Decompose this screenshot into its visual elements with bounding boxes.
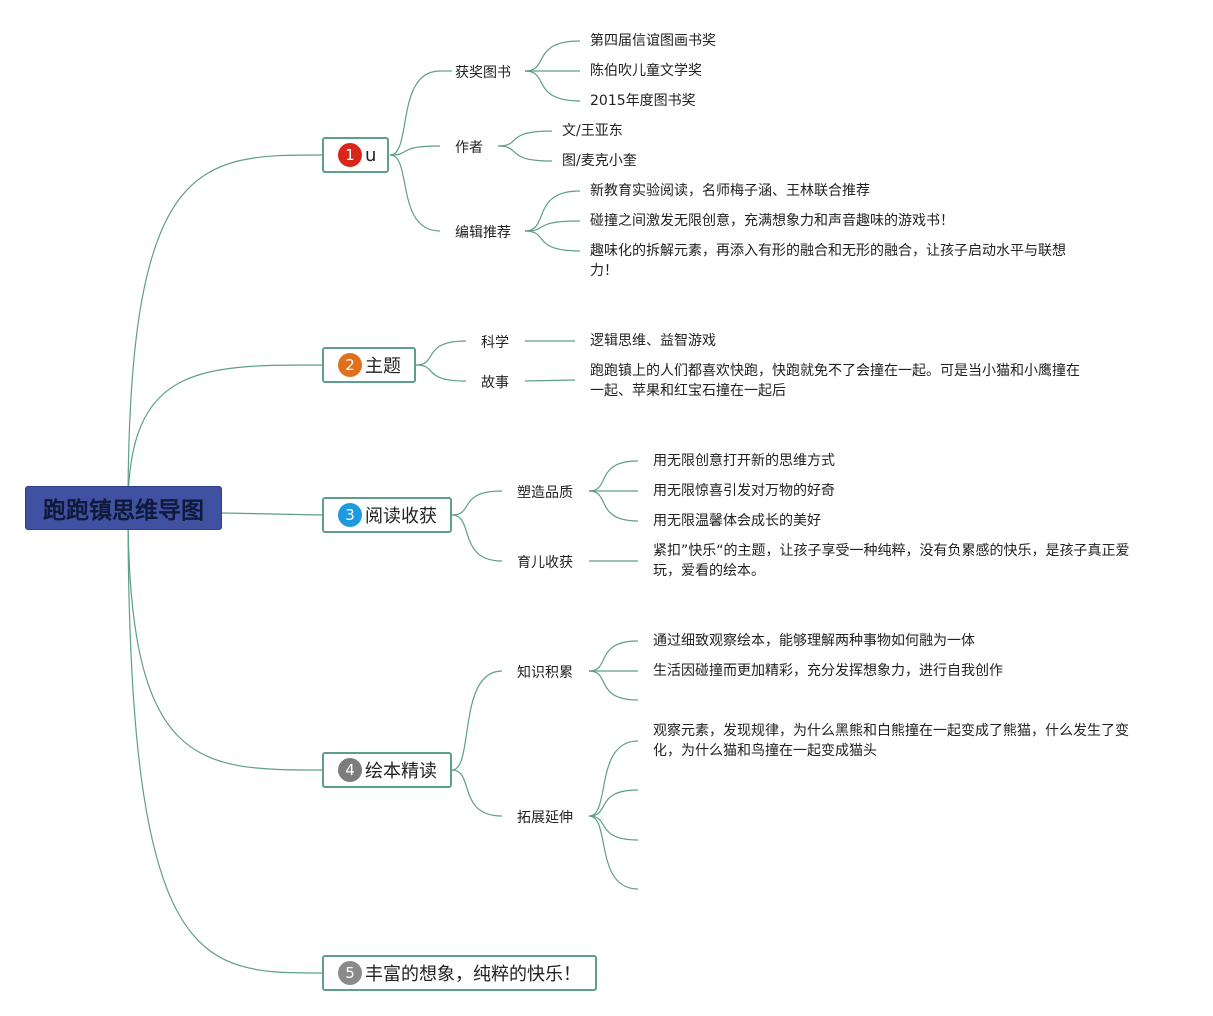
branch-label: 阅读收获	[365, 506, 437, 527]
branch-sub-connector	[451, 490, 503, 516]
branch-3[interactable]: 3 阅读收获	[322, 497, 452, 533]
branch-sub-connector	[451, 514, 503, 562]
sub-leaf-connector	[497, 130, 553, 147]
subtopic-editor-recommend[interactable]: 编辑推荐	[455, 225, 511, 241]
subtopic-author[interactable]: 作者	[455, 140, 483, 156]
branch-sub-connector	[415, 340, 467, 366]
subtopic-science[interactable]: 科学	[481, 335, 509, 351]
leaf-topic[interactable]: 用无限创意打开新的思维方式	[653, 453, 835, 469]
sub-leaf-connector	[588, 460, 639, 492]
leaf-topic[interactable]: 文/王亚东	[562, 123, 623, 139]
sub-leaf-connector	[497, 145, 553, 162]
branch-label: 绘本精读	[365, 761, 437, 782]
central-topic[interactable]: 跑跑镇思维导图	[25, 486, 222, 530]
leaf-topic[interactable]: 生活因碰撞而更加精彩，充分发挥想象力，进行自我创作	[653, 663, 1003, 679]
root-branch-connector	[127, 507, 323, 974]
branch-5[interactable]: 5 丰富的想象，纯粹的快乐！	[322, 955, 597, 991]
number-badge-icon: 1	[338, 143, 362, 167]
root-branch-connector	[127, 507, 323, 771]
sub-leaf-connector	[524, 220, 581, 232]
leaf-topic[interactable]: 趣味化的拆解元素，再添入有形的融合和无形的融合，让孩子启动水平与联想力！	[590, 243, 1066, 279]
branch-sub-connector	[451, 670, 503, 771]
subtopic-story[interactable]: 故事	[481, 375, 509, 391]
number-badge-icon: 5	[338, 961, 362, 985]
subtopic-awards[interactable]: 获奖图书	[455, 65, 511, 81]
leaf-topic[interactable]: 观察元素，发现规律，为什么黑熊和白熊撞在一起变成了熊猫，什么发生了变化，为什么猫…	[653, 723, 1129, 759]
root-branch-connector	[127, 364, 323, 509]
leaf-topic[interactable]: 第四届信谊图画书奖	[590, 33, 716, 49]
subtopic-parenting[interactable]: 育儿收获	[517, 555, 573, 571]
subtopic-extension[interactable]: 拓展延伸	[517, 810, 573, 826]
leaf-topic[interactable]: 通过细致观察绘本，能够理解两种事物如何融为一体	[653, 633, 975, 649]
branch-sub-connector	[389, 145, 441, 156]
sub-leaf-connector	[588, 640, 639, 672]
leaf-topic[interactable]: 逻辑思维、益智游戏	[590, 333, 716, 349]
sub-leaf-connector	[588, 740, 639, 817]
sub-leaf-connector	[588, 815, 639, 841]
number-badge-icon: 2	[338, 353, 362, 377]
branch-sub-connector	[415, 364, 467, 382]
subtopic-knowledge[interactable]: 知识积累	[517, 665, 573, 681]
leaf-topic[interactable]: 跑跑镇上的人们都喜欢快跑，快跑就免不了会撞在一起。可是当小猫和小鹰撞在一起、苹果…	[590, 363, 1080, 399]
sub-leaf-connector	[524, 70, 581, 102]
branch-label: 丰富的想象，纯粹的快乐！	[365, 964, 581, 985]
branch-1[interactable]: 1 u	[322, 137, 389, 173]
branch-sub-connector	[451, 769, 503, 817]
root-branch-connector	[221, 512, 323, 516]
sub-leaf-connector	[588, 670, 639, 701]
sub-leaf-connector	[588, 789, 639, 817]
leaf-topic[interactable]: 碰撞之间激发无限创意，充满想象力和声音趣味的游戏书！	[590, 213, 954, 229]
leaf-topic[interactable]: 陈伯吹儿童文学奖	[590, 63, 702, 79]
branch-sub-connector	[389, 70, 441, 156]
leaf-topic[interactable]: 图/麦克小奎	[562, 153, 637, 169]
sub-leaf-connector	[524, 40, 581, 72]
branch-2[interactable]: 2 主题	[322, 347, 416, 383]
sub-leaf-connector	[524, 230, 581, 252]
leaf-topic[interactable]: 用无限惊喜引发对万物的好奇	[653, 483, 835, 499]
leaf-topic[interactable]: 2015年度图书奖	[590, 93, 696, 109]
number-badge-icon: 4	[338, 758, 362, 782]
leaf-topic[interactable]: 紧扣”快乐“的主题，让孩子享受一种纯粹，没有负累感的快乐，是孩子真正爱玩，爱看的…	[653, 543, 1130, 579]
leaf-topic[interactable]: 新教育实验阅读，名师梅子涵、王林联合推荐	[590, 183, 870, 199]
sub-leaf-connector	[524, 190, 581, 232]
sub-leaf-connector	[588, 815, 639, 890]
branch-4[interactable]: 4 绘本精读	[322, 752, 452, 788]
sub-leaf-connector	[588, 490, 639, 522]
root-branch-connector	[127, 154, 323, 509]
branch-sub-connector	[389, 154, 441, 232]
subtopic-character[interactable]: 塑造品质	[517, 485, 573, 501]
sub-leaf-connector	[524, 379, 576, 382]
branch-label: u	[365, 144, 377, 166]
leaf-topic[interactable]: 用无限温馨体会成长的美好	[653, 513, 821, 529]
branch-label: 主题	[365, 356, 401, 377]
number-badge-icon: 3	[338, 503, 362, 527]
